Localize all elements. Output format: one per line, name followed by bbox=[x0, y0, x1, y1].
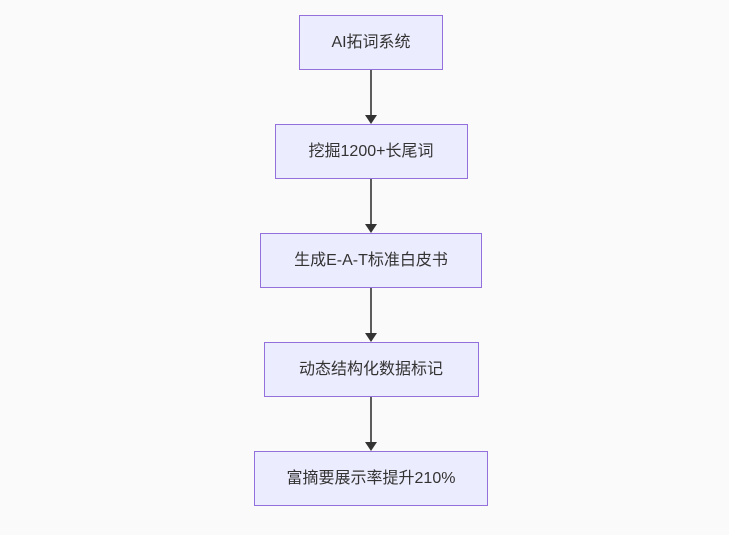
flowchart-node: 生成E-A-T标准白皮书 bbox=[260, 233, 482, 288]
node-label: 挖掘1200+长尾词 bbox=[308, 142, 434, 160]
node-label: 生成E-A-T标准白皮书 bbox=[294, 251, 448, 269]
arrow-down-icon bbox=[364, 288, 378, 342]
arrow-line bbox=[370, 397, 372, 442]
arrow-down-icon bbox=[364, 397, 378, 451]
node-label: AI拓词系统 bbox=[331, 33, 411, 51]
arrow-down-icon bbox=[364, 70, 378, 124]
flowchart: AI拓词系统 挖掘1200+长尾词 生成E-A-T标准白皮书 动态结构化数据标记 bbox=[254, 15, 488, 506]
arrow-line bbox=[370, 70, 372, 115]
flowchart-node: 富摘要展示率提升210% bbox=[254, 451, 488, 506]
node-label: 动态结构化数据标记 bbox=[298, 360, 443, 378]
arrow-down-icon bbox=[364, 179, 378, 233]
flowchart-node: 挖掘1200+长尾词 bbox=[274, 124, 468, 179]
flowchart-node: 动态结构化数据标记 bbox=[263, 342, 479, 397]
node-label: 富摘要展示率提升210% bbox=[286, 469, 456, 487]
arrow-line bbox=[370, 179, 372, 224]
arrowhead-icon bbox=[365, 115, 377, 124]
flowchart-node: AI拓词系统 bbox=[299, 15, 443, 70]
arrowhead-icon bbox=[365, 333, 377, 342]
arrowhead-icon bbox=[365, 224, 377, 233]
arrow-line bbox=[370, 288, 372, 333]
arrowhead-icon bbox=[365, 442, 377, 451]
